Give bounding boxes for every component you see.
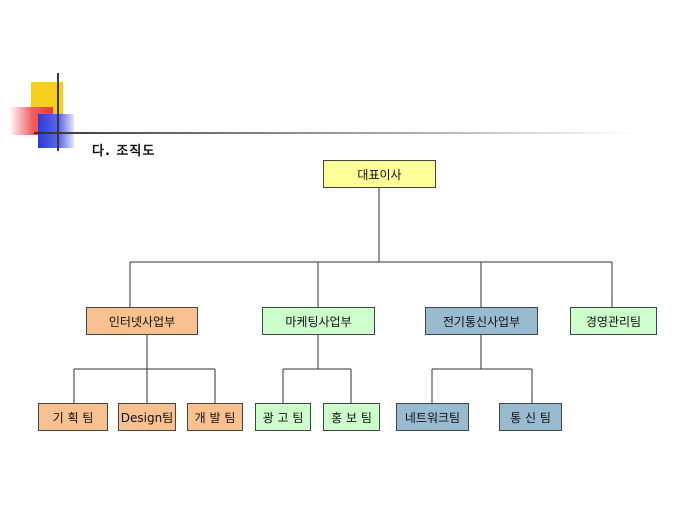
development-team-label: 개 발 팀 xyxy=(194,410,236,425)
communication-team-label: 통 신 팀 xyxy=(510,410,551,425)
design-team-box: Design팀 xyxy=(118,403,176,431)
ceo-label: 대표이사 xyxy=(357,167,402,182)
pr-team-box: 홍 보 팀 xyxy=(323,403,380,431)
decor-horizontal-line xyxy=(34,132,634,134)
communication-team-box: 통 신 팀 xyxy=(499,403,562,431)
advertising-team-box: 광 고 팀 xyxy=(255,403,311,431)
ceo-box: 대표이사 xyxy=(323,160,436,188)
decor-blue-square xyxy=(38,114,74,148)
pr-team-label: 홍 보 팀 xyxy=(331,410,372,425)
management-team-box: 경영관리팀 xyxy=(570,307,657,335)
telecom-division-box: 전기통신사업부 xyxy=(425,307,538,335)
decor-vertical-line xyxy=(57,73,59,151)
network-team-label: 네트워크팀 xyxy=(404,410,461,425)
design-team-label: Design팀 xyxy=(120,410,174,425)
planning-team-box: 기 획 팀 xyxy=(38,403,108,431)
internet-division-box: 인터넷사업부 xyxy=(86,307,198,335)
internet-division-label: 인터넷사업부 xyxy=(108,314,176,329)
telecom-division-label: 전기통신사업부 xyxy=(442,314,521,329)
development-team-box: 개 발 팀 xyxy=(187,403,243,431)
planning-team-label: 기 획 팀 xyxy=(52,410,94,425)
slide-title: 다. 조직도 xyxy=(92,144,156,159)
marketing-division-box: 마케팅사업부 xyxy=(262,307,375,335)
advertising-team-label: 광 고 팀 xyxy=(262,410,304,425)
network-team-box: 네트워크팀 xyxy=(396,403,469,431)
marketing-division-label: 마케팅사업부 xyxy=(285,314,352,329)
management-team-label: 경영관리팀 xyxy=(585,314,642,329)
